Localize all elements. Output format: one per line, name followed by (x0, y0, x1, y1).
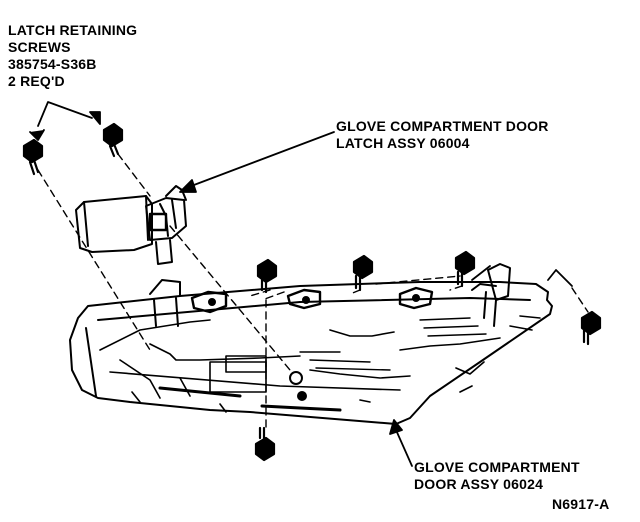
latch-retaining-screw-left (22, 138, 44, 176)
door-assy-label: GLOVE COMPARTMENT DOOR ASSY 06024 (414, 459, 580, 493)
screws (22, 122, 602, 462)
latch-assy-label: GLOVE COMPARTMENT DOOR LATCH ASSY 06004 (336, 118, 549, 152)
door-screw-side (580, 310, 602, 346)
latch-assembly (75, 185, 187, 265)
label-line: 2 REQ'D (8, 73, 65, 89)
glove-compartment-door (69, 281, 553, 425)
label-line: LATCH RETAINING (8, 22, 138, 38)
label-line: 385754-S36B (8, 56, 97, 72)
leader-lines (29, 101, 573, 467)
door-screw-3 (454, 250, 476, 288)
alignment-lines (37, 153, 589, 431)
label-line: LATCH ASSY 06004 (336, 135, 470, 151)
door-screw-2 (352, 254, 374, 292)
figure-code: N6917-A (552, 496, 610, 512)
hinge-brackets (149, 263, 511, 327)
label-line: GLOVE COMPARTMENT DOOR (336, 118, 549, 134)
door-screw-bottom (254, 426, 276, 462)
latch-retaining-screw-right (102, 122, 124, 158)
door-screw-1 (256, 258, 278, 294)
label-line: SCREWS (8, 39, 71, 55)
label-line: GLOVE COMPARTMENT (414, 459, 580, 475)
label-line: DOOR ASSY 06024 (414, 476, 544, 492)
latch-retaining-screws-label: LATCH RETAINING SCREWS 385754-S36B 2 REQ… (8, 22, 137, 90)
